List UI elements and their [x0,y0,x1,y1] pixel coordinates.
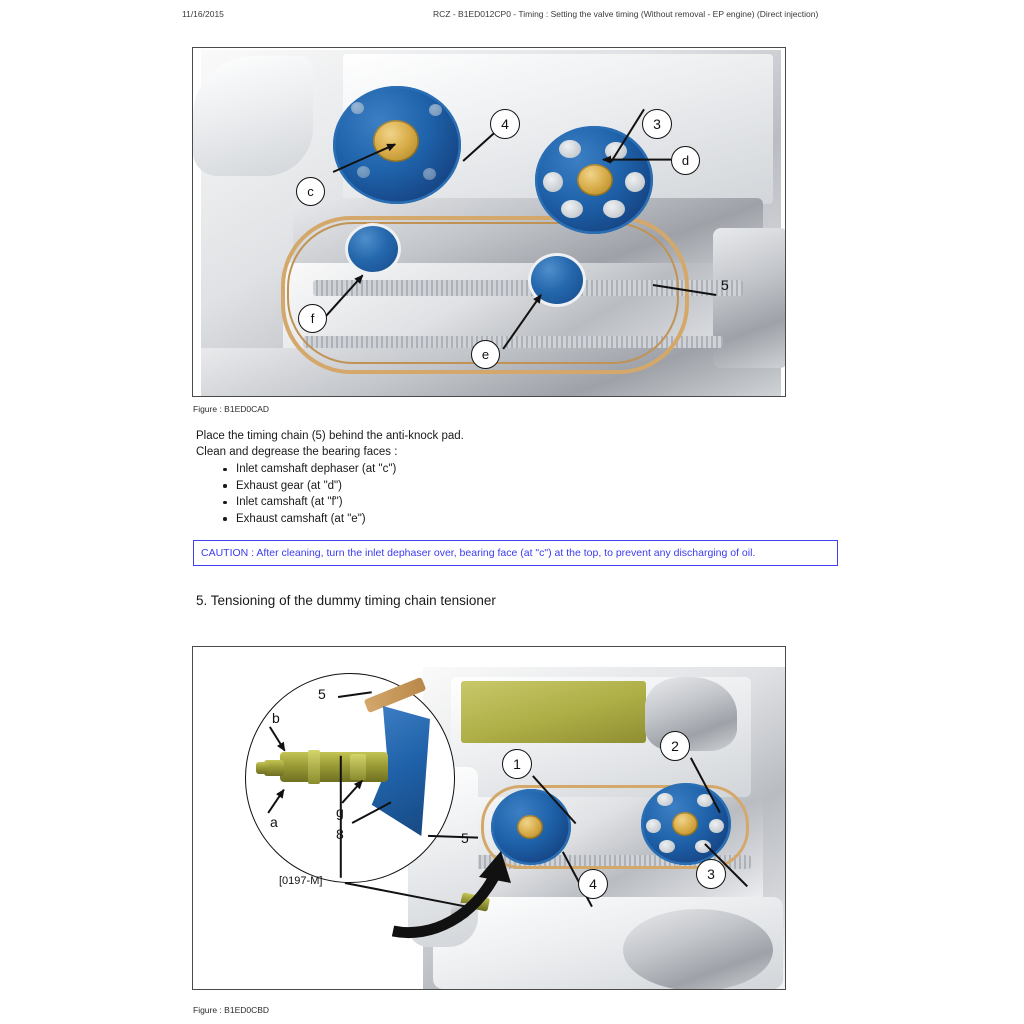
exhaust-gear-hub-2 [672,812,698,836]
exhaust-gear-2 [638,780,734,868]
tool-shoulder-g [350,754,366,780]
callout-3: 3 [642,109,672,139]
exhaust-gear-hole [697,794,713,807]
dephaser-hub-2 [517,815,543,839]
tool-reference-tag: [0197-M] [279,875,323,887]
timing-chain-loop [281,216,689,374]
tool-tip-b [256,762,268,774]
exhaust-gear-hole [659,840,675,853]
callout-engine-1: 1 [502,749,532,779]
callout-engine-5-label: 5 [461,830,469,846]
callout-d: d [671,146,700,175]
callout-e: e [471,340,500,369]
figure-1-caption: Figure : B1ED0CAD [193,404,270,414]
exhaust-gear-lightening-hole [543,172,563,192]
inset-label-5: 5 [318,686,326,702]
callout-engine-2-label: 2 [671,738,679,754]
leader-d [603,159,671,161]
exhaust-gear [532,123,656,237]
intake-manifold-left [193,56,313,176]
leader-tool-tag [340,755,342,878]
caution-box: CAUTION : After cleaning, turn the inlet… [193,540,838,566]
list-item: Exhaust gear (at "d") [222,478,396,495]
callout-engine-3-label: 3 [707,866,715,882]
detail-inset-circle: 5 b a g 8 [245,673,455,883]
figure-2-frame: 5 b a g 8 [0197-M] 1 2 3 4 5 [192,646,786,990]
inlet-camshaft-bearing-face-f [348,226,398,272]
callout-f-label: f [310,311,315,326]
assembly-direction-arrow [391,851,511,939]
bearing-faces-list: Inlet camshaft dephaser (at "c") Exhaust… [196,461,396,527]
inset-label-8: 8 [336,826,344,842]
inset-label-a: a [270,814,278,830]
cam-cover [461,681,646,743]
callout-engine-2: 2 [660,731,690,761]
leader-inset-5 [337,691,372,698]
page-header: 11/16/2015 RCZ - B1ED012CP0 - Timing : S… [0,9,1024,23]
exhaust-gear-lightening-hole [559,140,581,158]
header-document-title: RCZ - B1ED012CP0 - Timing : Setting the … [433,9,819,19]
exhaust-gear-hole [695,840,711,853]
callout-4-label: 4 [501,116,509,132]
figure-1-illustration: 4 3 c d f e 5 [193,48,785,396]
header-date: 11/16/2015 [182,9,224,19]
list-item: Inlet camshaft dephaser (at "c") [222,461,396,478]
callout-5-label: 5 [721,277,729,293]
timing-chain-fragment [363,676,427,714]
inlet-pipe [645,677,737,751]
instruction-line-1: Place the timing chain (5) behind the an… [196,430,464,442]
front-cover-right [713,228,785,368]
exhaust-gear-hole [657,793,673,806]
exhaust-gear-hole [646,819,661,833]
inset-label-b: b [272,710,280,726]
instruction-line-2: Clean and degrease the bearing faces : [196,446,398,458]
exhaust-gear-lightening-hole [625,172,645,192]
callout-engine-4: 4 [578,869,608,899]
callout-engine-4-label: 4 [589,876,597,892]
callout-f: f [298,304,327,333]
figure-1-frame: 4 3 c d f e 5 [192,47,786,397]
callout-3-label: 3 [653,116,661,132]
exhaust-gear-lightening-hole [603,200,625,218]
leader-inset-b [269,726,286,751]
figure-2-illustration: 5 b a g 8 [0197-M] 1 2 3 4 5 [193,647,785,989]
tool-end-a [264,760,284,776]
exhaust-gear-hole [709,819,724,833]
dummy-tensioner-tool-0197-M [280,752,388,782]
callout-engine-3: 3 [696,859,726,889]
exhaust-gear-lightening-hole [561,200,583,218]
callout-e-label: e [481,347,490,362]
list-item: Exhaust camshaft (at "e") [222,511,396,528]
inlet-camshaft-dephaser [330,83,464,207]
callout-c: c [296,177,325,206]
dephaser-bearing-face-c [373,120,419,162]
section-heading-5: 5. Tensioning of the dummy timing chain … [196,593,496,608]
leader-inset-a [267,789,285,814]
callout-4: 4 [490,109,520,139]
figure-2-caption: Figure : B1ED0CBD [193,1005,270,1015]
callout-c-label: c [307,184,314,199]
accessory-drive [623,909,773,989]
dephaser-bolt-hole [429,104,442,116]
inset-label-g: g [336,804,344,820]
callout-d-label: d [681,153,690,168]
leader-inset-g [341,779,363,804]
dephaser-bolt-hole [423,168,436,180]
inlet-camshaft-dephaser-2 [488,786,574,868]
dephaser-bolt-hole [351,102,364,114]
list-item: Inlet camshaft (at "f") [222,494,396,511]
dephaser-bolt-hole [357,166,370,178]
tool-collar [308,750,320,784]
callout-engine-1-label: 1 [513,756,521,772]
timing-chain-loop-2 [481,785,749,869]
exhaust-gear-bearing-face-d [577,164,613,196]
